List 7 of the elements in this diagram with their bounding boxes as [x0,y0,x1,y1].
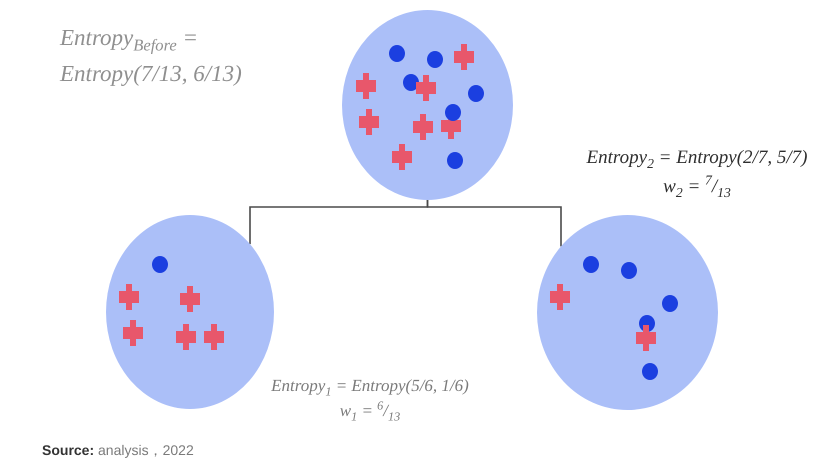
formula-text: Entropy$_{1}$ = Entropy(5/6, 1/6) [270,375,470,398]
formula-text: Entropy$_{2}$ = Entropy(2/7, 5/7) [585,146,808,171]
formula-text: Entropy$_{Before}$ = Entropy(7/13, 6/13) [60,24,243,88]
formula-text: w$_{1}$ = $^{6}$/$_{13}$ [338,399,402,423]
connector-line [426,200,562,246]
source-caption: Source: analysis，2022 [42,442,194,460]
formula-text: w$_{2}$ = $^{7}$/$_{13}$ [662,174,732,200]
